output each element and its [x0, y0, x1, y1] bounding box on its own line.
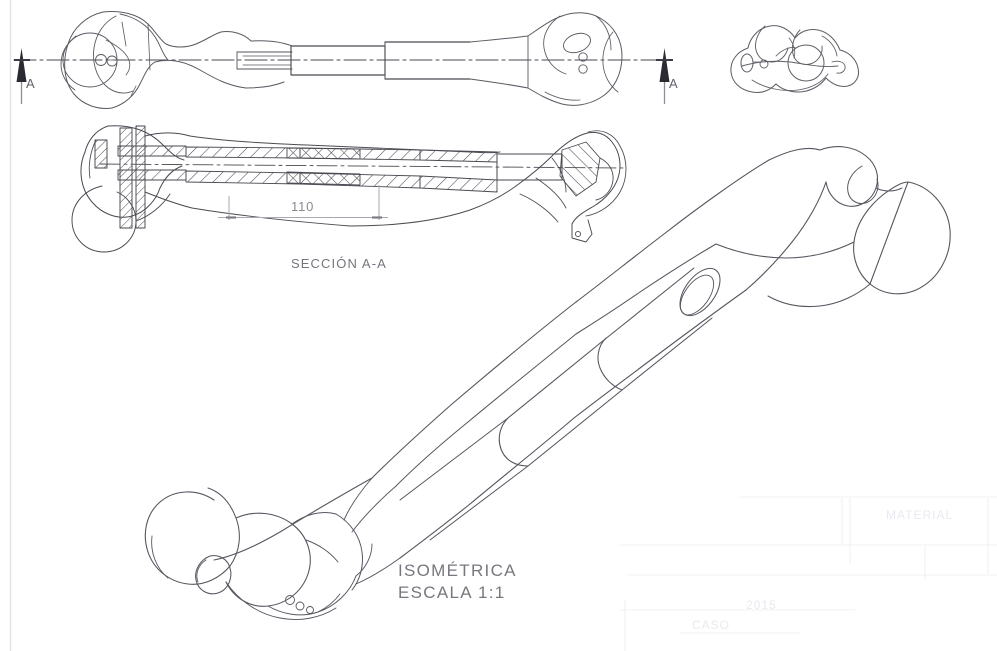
section-view-group — [71, 125, 627, 253]
titleblock-faint-text-2: CASO — [692, 618, 731, 632]
isometric-view-title: ISOMÉTRICA — [398, 561, 517, 580]
section-mark-label-left: A — [26, 76, 36, 91]
top-view-group — [13, 11, 673, 109]
section-view-title: SECCIÓN A-A — [291, 256, 387, 271]
end-view-group — [730, 25, 859, 94]
section-arrow-right — [656, 48, 673, 104]
nail-segment-distal — [384, 41, 471, 80]
isometric-view-group — [144, 146, 951, 621]
titleblock-material-label: MATERIAL — [886, 508, 954, 522]
titleblock-faint-text-1: 2015 — [746, 598, 777, 612]
section-hatch-distal-segment — [286, 147, 361, 186]
titleblock-ghost — [620, 496, 997, 651]
section-arrow-left — [14, 48, 30, 104]
section-mark-label-right: A — [669, 76, 679, 91]
dimension-value-110: 110 — [291, 199, 315, 214]
isometric-view-scale: ESCALA 1:1 — [398, 583, 506, 602]
nail-collar-proximal — [679, 267, 721, 317]
dimension-110 — [218, 185, 388, 220]
section-flange-left — [94, 125, 146, 229]
nail-segment-proximal-thin — [236, 51, 293, 70]
